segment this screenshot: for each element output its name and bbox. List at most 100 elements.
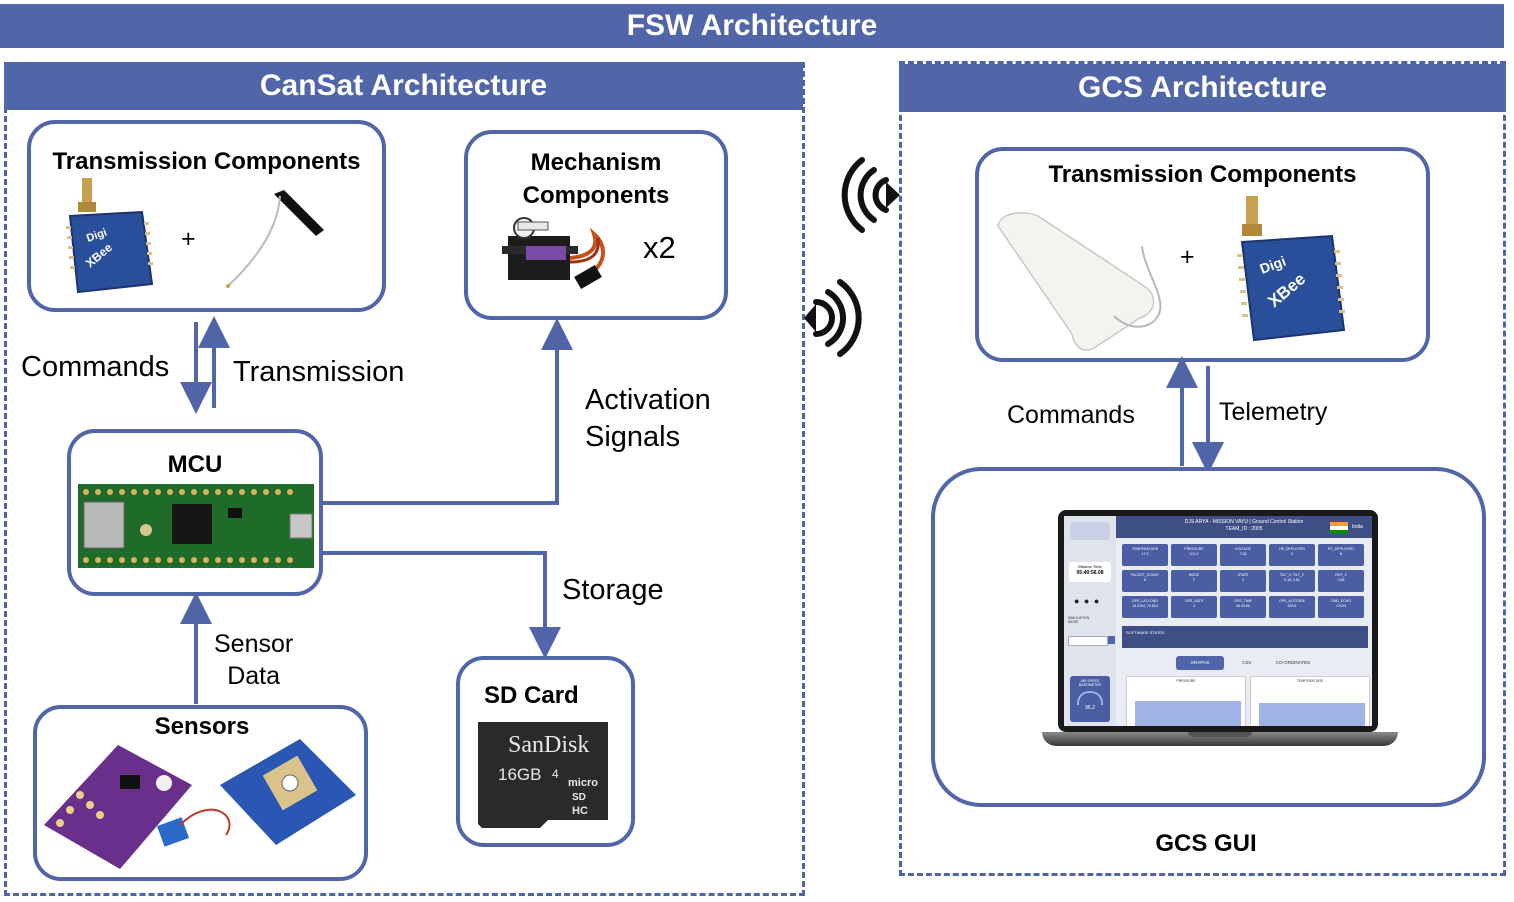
- wireless-signal-receive-icon: [841, 157, 900, 233]
- gcs-title: GCS Architecture: [1078, 71, 1327, 104]
- gui-input: [1068, 636, 1108, 646]
- sd-brand-text: SanDisk: [508, 732, 589, 758]
- gcs-telemetry-label: Telemetry: [1219, 398, 1328, 426]
- fsw-architecture-banner: FSW Architecture: [0, 4, 1504, 48]
- sensor-boards-image: [44, 739, 356, 869]
- activation-signal-line: [323, 318, 573, 505]
- telemetry-cell-key: CMD_ECHO: [1330, 599, 1352, 603]
- gui-screen: DJS ARYA - MISSION VAYU | Ground Control…: [1064, 516, 1372, 726]
- mechanism-box: Mechanism Components: [464, 130, 728, 320]
- fsw-title: FSW Architecture: [626, 9, 878, 42]
- mission-time-panel: Mission Time 05:40:56.08: [1069, 562, 1111, 582]
- storage-line: [323, 551, 561, 659]
- gcs-gui-caption: GCS GUI: [1155, 830, 1257, 857]
- telemetry-cell-key: GPS_TIME: [1234, 599, 1252, 603]
- teensy-board-image: [78, 484, 314, 568]
- telemetry-cell-value: 19.2104, 72.824: [1132, 604, 1158, 608]
- wireless-signal-send-icon: [804, 279, 862, 357]
- gauge-panel: AIR SPEED BAROMETER 96.2: [1070, 676, 1110, 722]
- telemetry-cell-value: F: [1192, 578, 1196, 582]
- telemetry-cell-key: GPS_ALTITUDE: [1279, 599, 1305, 603]
- sensor-data-label: Sensor Data: [214, 630, 294, 690]
- telemetry-cell-key: PACKET_COUNT: [1130, 573, 1160, 577]
- telemetry-cell-value: N: [1339, 552, 1343, 556]
- gui-tab-graphs: GRAPHS: [1176, 656, 1224, 670]
- gui-send-button: [1108, 636, 1115, 644]
- cansat-banner: CanSat Architecture: [4, 62, 803, 110]
- telemetry-cell-key: MODE: [1188, 573, 1200, 577]
- gui-logo: [1070, 522, 1110, 540]
- servo-count: x2: [643, 230, 676, 265]
- gui-tab-coordinates: CO-ORDINATES: [1275, 660, 1311, 665]
- gui-country: India: [1352, 524, 1363, 530]
- telemetry-cell-key: ROT_Z: [1335, 573, 1347, 577]
- sensors-title: Sensors: [154, 713, 250, 740]
- telemetry-cell-key: PC_DEPLOYED: [1328, 547, 1354, 551]
- microsd-card-image: SanDisk 16GB 4 micro SD HC: [478, 722, 608, 828]
- telemetry-cell-key: GPS_LAT,LONG: [1131, 599, 1158, 603]
- gcs-xbee-module-image: Digi XBee: [1237, 196, 1346, 342]
- laptop-notch: [1188, 732, 1252, 737]
- gcs-panel: [899, 61, 1506, 876]
- gui-header: DJS ARYA - MISSION VAYU | Ground Control…: [1116, 516, 1372, 538]
- telemetry-cell-value: 5: [1144, 578, 1146, 582]
- gui-control-buttons: ● ● ●: [1074, 596, 1101, 606]
- cansat-transmission-title: Transmission Components: [52, 148, 361, 175]
- storage-label: Storage: [562, 574, 664, 606]
- telemetry-cell-key: STATE: [1237, 573, 1249, 577]
- gcs-plus-sign: +: [1180, 243, 1195, 271]
- cansat-plus-sign: +: [181, 225, 196, 253]
- mcu-title: MCU: [167, 451, 223, 478]
- xbee-module-image: Digi XBee: [66, 178, 154, 294]
- temperature-plot: TEMPERATURE: [1250, 676, 1370, 726]
- india-flag-icon: [1330, 522, 1348, 534]
- gcs-commands-label: Commands: [1007, 401, 1135, 429]
- mechanism-title: Mechanism Components: [522, 149, 670, 209]
- telemetry-cell-key: TEMPERATURE: [1131, 547, 1159, 551]
- telemetry-cell-key: HS_DEPLOYED: [1279, 547, 1305, 551]
- telemetry-cell-value: 101.0: [1189, 552, 1199, 556]
- cansat-transmission-label: Transmission: [233, 356, 405, 388]
- sdcard-title: SD Card: [484, 682, 579, 709]
- telemetry-cell-value: CXON: [1335, 604, 1347, 608]
- telemetry-cell-key: GPS_SATS: [1184, 599, 1204, 603]
- yagi-antenna-image: [997, 212, 1162, 351]
- telemetry-cell-value: 2: [1242, 578, 1244, 582]
- svg-text:SD: SD: [572, 792, 586, 803]
- svg-text:HC: HC: [572, 805, 588, 817]
- software-states-bar: SOFTWARE STATES: [1122, 626, 1368, 648]
- svg-text:micro: micro: [568, 777, 598, 789]
- servo-motor-image: [502, 217, 605, 290]
- telemetry-cell-value: 7.32: [1239, 552, 1247, 556]
- telemetry-cell-key: PRESSURE: [1184, 547, 1204, 551]
- telemetry-cell-value: 4: [1193, 604, 1195, 608]
- cansat-title: CanSat Architecture: [259, 69, 548, 102]
- telemetry-cell-value: 0.16, 0.82: [1284, 578, 1300, 582]
- activation-signals-label: Activation Signals: [585, 384, 711, 453]
- cansat-commands-label: Commands: [21, 351, 170, 383]
- telemetry-cell-value: C: [1290, 552, 1294, 556]
- telemetry-cell-value: 17.9: [1141, 552, 1149, 556]
- gcs-banner: GCS Architecture: [899, 64, 1506, 112]
- gcs-transmission-title: Transmission Components: [1048, 161, 1357, 188]
- telemetry-cell-value: 05:40:56: [1236, 604, 1250, 608]
- pressure-plot: PRESSURE: [1126, 676, 1246, 726]
- telemetry-cell-value: 0.58: [1337, 578, 1345, 582]
